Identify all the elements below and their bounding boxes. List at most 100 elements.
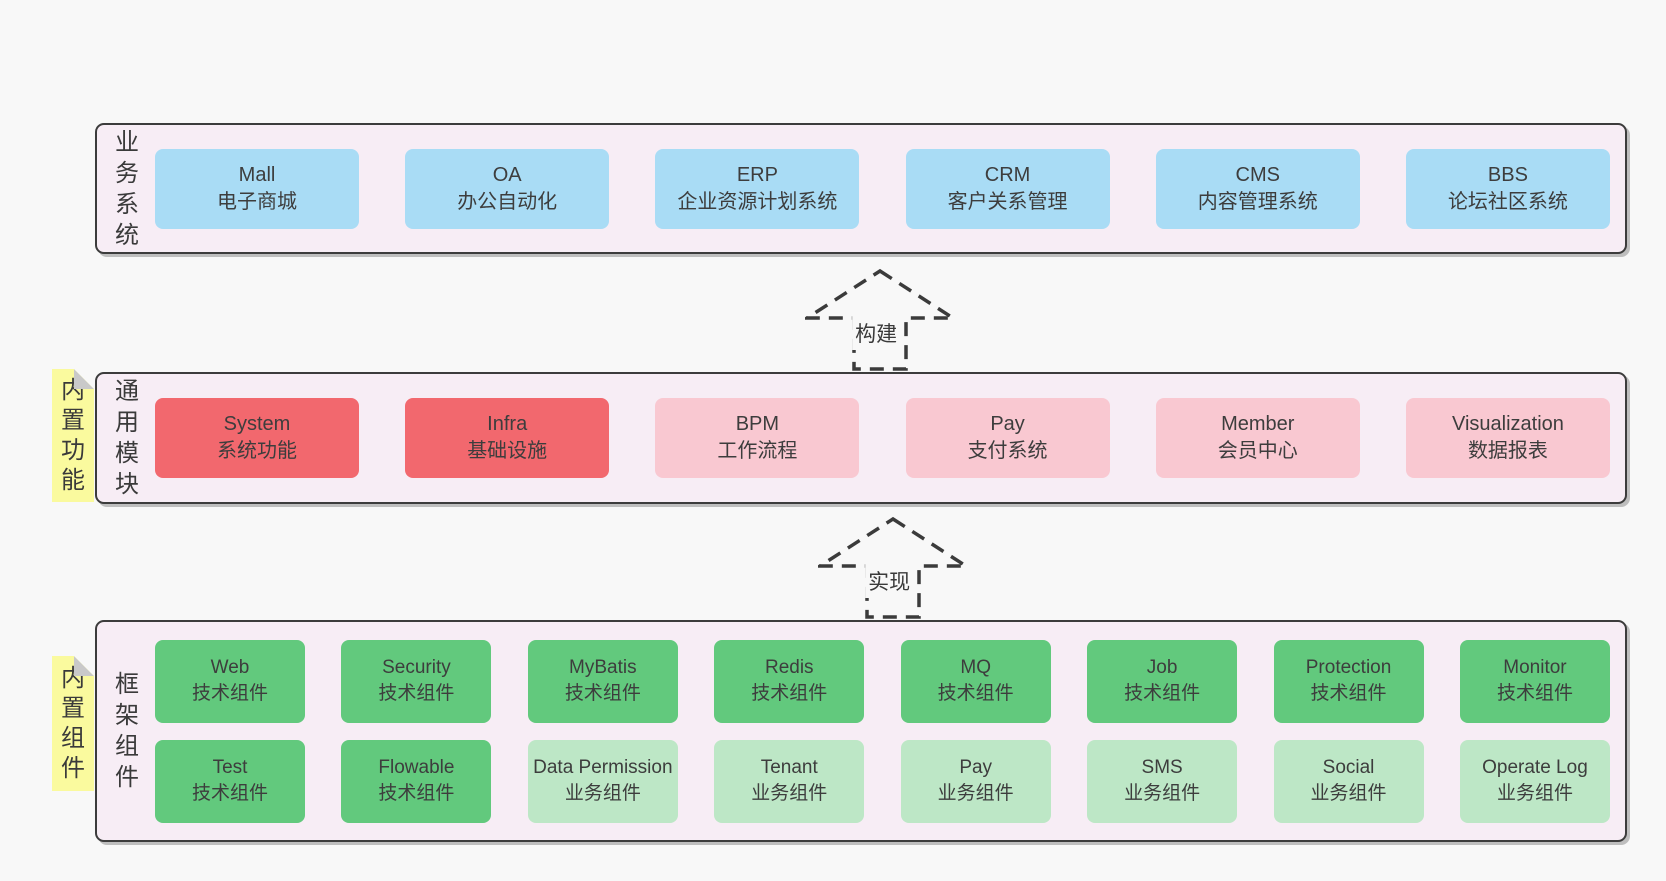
arrow-implement-label: 实现 (865, 564, 914, 598)
node-pay-component-name: Pay (959, 757, 993, 778)
node-infra-name: Infra (487, 413, 528, 435)
arrow-build: 构建 (805, 268, 955, 372)
node-mall-desc: 电子商城 (217, 190, 297, 213)
business-systems-row: Mall 电子商城 OA 办公自动化 ERP 企业资源计划系统 CRM 客户关系… (155, 148, 1625, 229)
node-test: Test 技术组件 (155, 739, 305, 823)
band-business-systems: 业务系统 Mall 电子商城 OA 办公自动化 ERP 企业资源计划系统 CRM… (95, 123, 1627, 254)
band-framework-components-label: 框架组件 (115, 671, 139, 791)
node-erp-name: ERP (736, 163, 778, 186)
node-member-desc: 会员中心 (1217, 440, 1298, 462)
node-tenant-name: Tenant (760, 757, 818, 778)
node-web-desc: 技术组件 (191, 683, 268, 704)
node-operate-log: Operate Log 业务组件 (1459, 739, 1610, 823)
node-pay-module-desc: 支付系统 (967, 440, 1048, 462)
node-pay-module: Pay 支付系统 (905, 398, 1110, 478)
node-visualization: Visualization 数据报表 (1405, 398, 1610, 478)
node-tenant-desc: 业务组件 (751, 783, 828, 804)
sticky-note-built-in-features-text: 内置功能 (61, 376, 85, 494)
node-system-name: System (223, 413, 291, 435)
node-redis-name: Redis (764, 657, 814, 678)
node-cms: CMS 内容管理系统 (1155, 148, 1360, 229)
band-common-modules-label: 通用模块 (115, 378, 139, 498)
node-bpm-desc: 工作流程 (717, 440, 798, 462)
node-infra-desc: 基础设施 (467, 440, 548, 462)
node-redis: Redis 技术组件 (714, 639, 865, 723)
node-mybatis: MyBatis 技术组件 (527, 639, 678, 723)
node-job: Job 技术组件 (1087, 639, 1238, 723)
node-sms-desc: 业务组件 (1124, 783, 1201, 804)
band-common-modules: 通用模块 System 系统功能 Infra 基础设施 BPM 工作流程 Pay… (95, 372, 1627, 504)
node-flowable-name: Flowable (378, 757, 455, 778)
node-job-desc: 技术组件 (1124, 683, 1201, 704)
band-framework-components: 框架组件 Web 技术组件 Security 技术组件 MyBatis 技术组件… (95, 620, 1627, 842)
node-system-desc: 系统功能 (217, 440, 297, 462)
node-mq-name: MQ (960, 657, 991, 678)
node-mall-name: Mall (238, 163, 276, 186)
common-modules-row: System 系统功能 Infra 基础设施 BPM 工作流程 Pay 支付系统… (155, 398, 1625, 478)
node-security-desc: 技术组件 (378, 683, 455, 704)
node-pay-module-name: Pay (990, 413, 1025, 435)
node-oa-name: OA (492, 163, 522, 186)
arrow-implement: 实现 (818, 516, 968, 620)
node-test-name: Test (212, 757, 248, 778)
node-pay-component-desc: 业务组件 (937, 783, 1014, 804)
node-visualization-desc: 数据报表 (1467, 440, 1548, 462)
node-protection-name: Protection (1305, 657, 1392, 678)
node-flowable: Flowable 技术组件 (341, 739, 492, 823)
node-tenant: Tenant 业务组件 (714, 739, 865, 823)
sticky-note-built-in-components: 内置组件 (52, 656, 94, 791)
node-member: Member 会员中心 (1155, 398, 1360, 478)
node-erp: ERP 企业资源计划系统 (655, 148, 860, 229)
node-bbs: BBS 论坛社区系统 (1405, 148, 1610, 229)
node-test-desc: 技术组件 (191, 783, 268, 804)
node-protection: Protection 技术组件 (1273, 639, 1424, 723)
node-data-permission: Data Permission 业务组件 (527, 739, 678, 823)
node-operate-log-name: Operate Log (1482, 757, 1588, 778)
node-monitor: Monitor 技术组件 (1459, 639, 1610, 723)
note-fold-icon (74, 656, 94, 676)
node-protection-desc: 技术组件 (1310, 683, 1387, 704)
node-security: Security 技术组件 (341, 639, 492, 723)
node-bbs-desc: 论坛社区系统 (1447, 190, 1568, 213)
node-mybatis-name: MyBatis (569, 657, 637, 678)
node-flowable-desc: 技术组件 (378, 783, 455, 804)
node-oa: OA 办公自动化 (405, 148, 610, 229)
node-erp-desc: 企业资源计划系统 (677, 190, 838, 213)
node-member-name: Member (1221, 413, 1295, 435)
framework-row-2: Test 技术组件 Flowable 技术组件 Data Permission … (155, 739, 1610, 823)
node-data-permission-desc: 业务组件 (564, 783, 641, 804)
node-operate-log-desc: 业务组件 (1496, 783, 1573, 804)
node-monitor-desc: 技术组件 (1496, 683, 1573, 704)
sticky-note-built-in-components-text: 内置组件 (61, 664, 85, 782)
arrow-build-label: 构建 (852, 316, 901, 350)
node-social-name: Social (1322, 757, 1375, 778)
node-visualization-name: Visualization (1451, 413, 1564, 435)
node-mq-desc: 技术组件 (937, 683, 1014, 704)
band-business-systems-label: 业务系统 (115, 128, 139, 249)
node-bpm-name: BPM (735, 413, 780, 435)
node-redis-desc: 技术组件 (751, 683, 828, 704)
node-oa-desc: 办公自动化 (457, 190, 558, 213)
node-crm: CRM 客户关系管理 (905, 148, 1110, 229)
node-mall: Mall 电子商城 (155, 148, 359, 229)
node-security-name: Security (382, 657, 451, 678)
node-crm-name: CRM (984, 163, 1031, 186)
node-mybatis-desc: 技术组件 (564, 683, 641, 704)
node-bpm: BPM 工作流程 (655, 398, 860, 478)
node-cms-desc: 内容管理系统 (1197, 190, 1318, 213)
node-job-name: Job (1146, 657, 1178, 678)
arrow-up-dashed-icon (818, 516, 968, 619)
node-cms-name: CMS (1235, 163, 1280, 186)
sticky-note-built-in-features: 内置功能 (52, 369, 94, 502)
node-social: Social 业务组件 (1273, 739, 1424, 823)
arrow-up-dashed-icon (805, 268, 955, 371)
node-system: System 系统功能 (155, 398, 359, 478)
framework-components-grid: Web 技术组件 Security 技术组件 MyBatis 技术组件 Redi… (155, 639, 1625, 823)
node-data-permission-name: Data Permission (533, 757, 673, 778)
node-sms: SMS 业务组件 (1087, 739, 1238, 823)
node-bbs-name: BBS (1487, 163, 1528, 186)
node-infra: Infra 基础设施 (405, 398, 610, 478)
node-pay-component: Pay 业务组件 (900, 739, 1051, 823)
node-web-name: Web (210, 657, 250, 678)
framework-row-1: Web 技术组件 Security 技术组件 MyBatis 技术组件 Redi… (155, 639, 1610, 723)
